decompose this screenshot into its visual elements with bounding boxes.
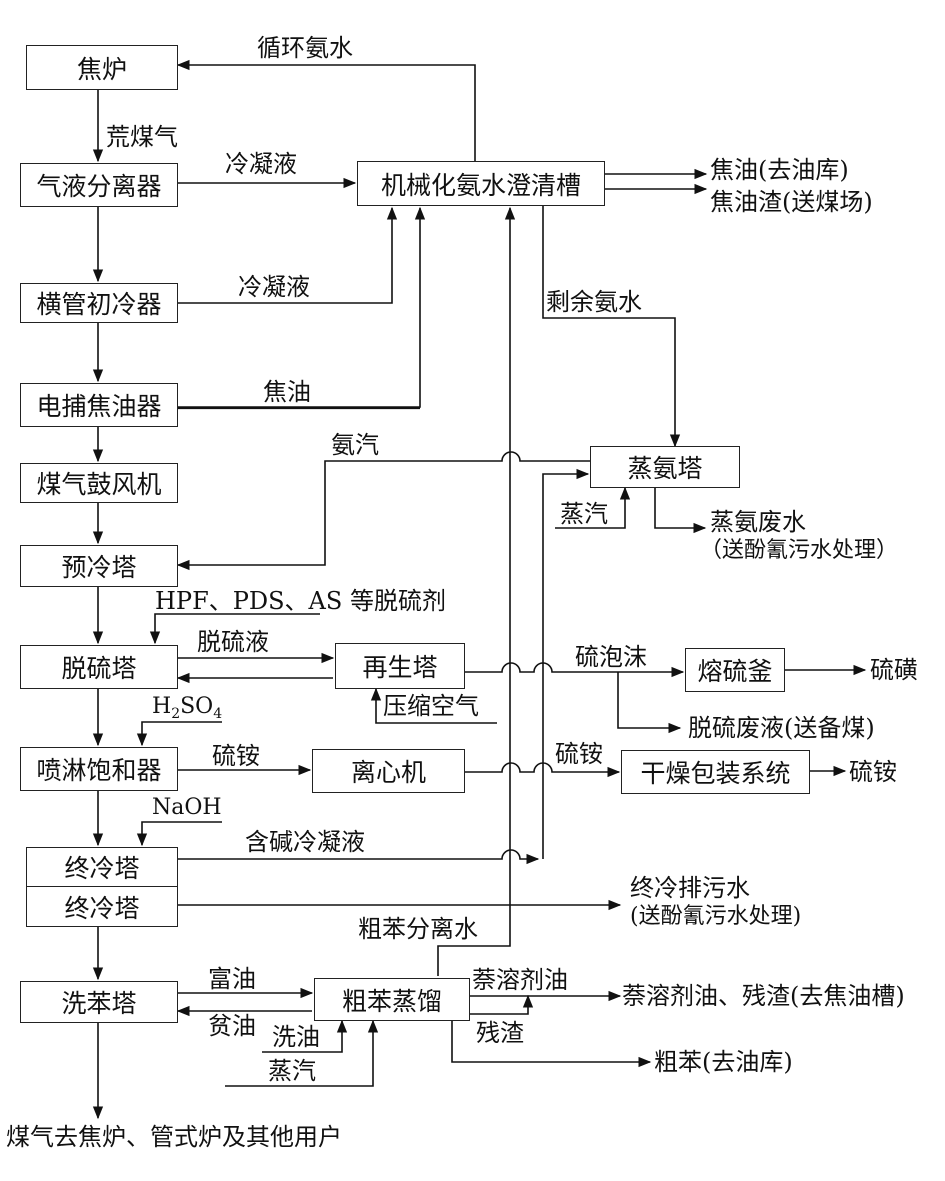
ammonium-sulfate-label-2: 硫铵 — [555, 740, 603, 768]
ammonium-sulfate-label-1: 硫铵 — [212, 742, 260, 770]
final-cooler-top-box: 终冷塔 — [26, 847, 178, 887]
spray-saturator-box: 喷淋饱和器 — [20, 747, 178, 791]
clarifier-box: 机械化氨水澄清槽 — [357, 161, 605, 206]
residual-ammonia-water-label: 剩余氨水 — [546, 288, 642, 316]
tar-residue-label: 焦油渣(送煤场) — [710, 188, 873, 216]
sulfuric-acid-sub-2: 2 — [171, 706, 181, 722]
sulfur-foam-label: 硫泡沫 — [575, 643, 647, 671]
final-cooler-bottom-box: 终冷塔 — [26, 886, 178, 927]
steam-benzene-label: 蒸汽 — [268, 1057, 316, 1085]
gas-blower-box: 煤气鼓风机 — [20, 463, 178, 503]
gas-liquid-separator-box: 气液分离器 — [20, 163, 178, 207]
ammonium-sulfate-product-label: 硫铵 — [849, 758, 897, 786]
primary-cooler-box: 横管初冷器 — [20, 283, 178, 323]
electrostatic-tar-catcher-box: 电捕焦油器 — [20, 383, 178, 427]
sulfuric-acid-h: H — [152, 694, 172, 719]
desulfurization-tower-box: 脱硫塔 — [20, 645, 178, 689]
crude-benzene-separation-water-label: 粗苯分离水 — [358, 915, 478, 943]
sulfur-product-label: 硫磺 — [870, 656, 918, 684]
condensate-label-2: 冷凝液 — [238, 273, 310, 301]
desulfurization-waste-label: 脱硫废液(送备煤) — [688, 714, 875, 742]
desulfurizer-agents-label: HPF、PDS、AS 等脱硫剂 — [155, 587, 446, 615]
precooling-tower-box: 预冷塔 — [20, 545, 178, 587]
sulfuric-acid-so: SO — [180, 694, 214, 719]
sulfuric-acid-label: H2SO4 — [152, 694, 222, 722]
ammonia-still-box: 蒸氨塔 — [590, 446, 740, 488]
coke-oven-box: 焦炉 — [26, 45, 178, 90]
final-cooling-blowdown-label: 终冷排污水 — [630, 874, 750, 902]
centrifuge-box: 离心机 — [312, 749, 465, 793]
naoh-label: NaOH — [152, 795, 222, 820]
naphthalene-output-label: 萘溶剂油、残渣(去焦油槽) — [622, 982, 905, 1010]
desulfurization-liquid-label: 脱硫液 — [197, 628, 269, 656]
benzene-scrubber-box: 洗苯塔 — [20, 981, 178, 1023]
ammonia-wastewater-note: （送酚氰污水处理） — [700, 538, 899, 563]
crude-benzene-distillation-box: 粗苯蒸馏 — [314, 978, 470, 1021]
naphthalene-solvent-oil-label: 萘溶剂油 — [472, 966, 568, 994]
sulfuric-acid-sub-4: 4 — [213, 706, 223, 722]
alkaline-condensate-label: 含碱冷凝液 — [245, 828, 365, 856]
compressed-air-label: 压缩空气 — [383, 692, 479, 720]
residue-label: 残渣 — [476, 1019, 524, 1047]
wash-oil-label: 洗油 — [272, 1023, 320, 1051]
gas-to-users-label: 煤气去焦炉、管式炉及其他用户 — [6, 1123, 342, 1151]
final-cooling-blowdown-note: (送酚氰污水处理) — [630, 904, 802, 929]
raw-gas-label: 荒煤气 — [106, 123, 178, 151]
steam-still-label: 蒸汽 — [560, 500, 608, 528]
regeneration-tower-box: 再生塔 — [335, 643, 465, 689]
sulfur-melter-box: 熔硫釜 — [685, 648, 785, 692]
tar-label: 焦油 — [263, 378, 311, 406]
ammonia-wastewater-label: 蒸氨废水 — [710, 508, 806, 536]
condensate-label-1: 冷凝液 — [225, 150, 297, 178]
rich-oil-label: 富油 — [208, 965, 256, 993]
crude-benzene-output-label: 粗苯(去油库) — [654, 1048, 793, 1076]
ammonia-vapor-label: 氨汽 — [331, 431, 379, 459]
circulating-ammonia-water-label: 循环氨水 — [257, 34, 353, 62]
drying-packing-box: 干燥包装系统 — [621, 750, 810, 794]
lean-oil-label: 贫油 — [208, 1012, 256, 1040]
tar-to-depot-label: 焦油(去油库) — [710, 156, 849, 184]
